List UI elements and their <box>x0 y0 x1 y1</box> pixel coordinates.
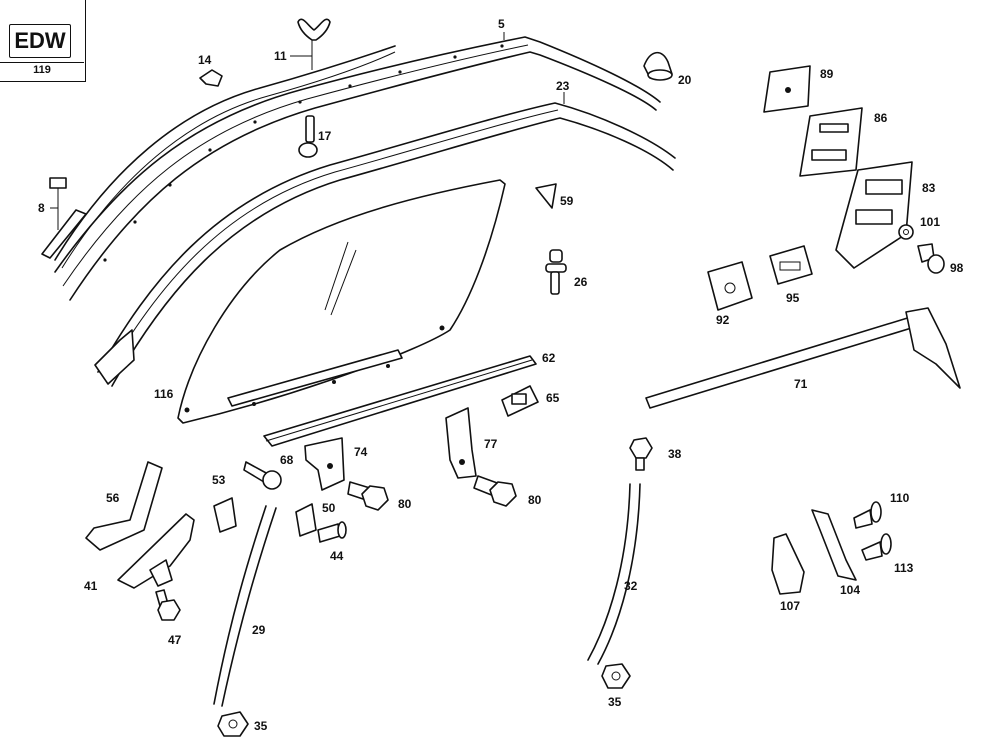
callout-74: 74 <box>354 445 368 459</box>
callout-29: 29 <box>252 623 266 637</box>
callout-23: 23 <box>556 79 570 93</box>
part-107-cover[interactable] <box>771 533 805 595</box>
part-23-frame-rail[interactable] <box>94 102 676 387</box>
callout-95: 95 <box>786 291 800 305</box>
callout-113: 113 <box>894 561 914 575</box>
part-35-nut-left[interactable] <box>217 711 249 737</box>
part-41-bracket[interactable] <box>117 513 195 589</box>
callout-44: 44 <box>330 549 344 563</box>
part-32-guide-rail[interactable] <box>587 483 641 665</box>
part-26-expanding-rivet[interactable] <box>545 249 567 295</box>
callout-41: 41 <box>84 579 98 593</box>
part-35-nut-right[interactable] <box>601 663 631 689</box>
callout-68: 68 <box>280 453 294 467</box>
callout-80-right: 80 <box>528 493 542 507</box>
diagram-number: 119 <box>33 64 51 76</box>
part-101-washer[interactable] <box>898 224 914 240</box>
part-98-bolt[interactable] <box>917 243 945 274</box>
part-80-bolt-left[interactable] <box>347 481 389 511</box>
callout-53: 53 <box>212 473 226 487</box>
part-74-bracket[interactable] <box>304 437 345 491</box>
part-86-plate[interactable] <box>799 107 863 177</box>
leader-lines <box>50 32 565 230</box>
callout-65: 65 <box>546 391 560 405</box>
diagram-code-box: EDW 119 <box>0 0 86 82</box>
callout-110: 110 <box>890 491 910 505</box>
part-17-screw[interactable] <box>298 115 318 158</box>
part-80-bolt-right[interactable] <box>473 475 517 507</box>
callout-71: 71 <box>794 377 808 391</box>
part-14-clip[interactable] <box>199 69 223 87</box>
callout-104: 104 <box>840 583 860 597</box>
callout-86: 86 <box>874 111 888 125</box>
part-50-guide[interactable] <box>295 503 317 537</box>
part-113-screw[interactable] <box>861 533 892 561</box>
callout-35-right: 35 <box>608 695 622 709</box>
part-77-bracket[interactable] <box>445 407 477 479</box>
part-68-bolt[interactable] <box>243 461 282 490</box>
part-110-screw[interactable] <box>853 501 882 529</box>
callout-77: 77 <box>484 437 498 451</box>
part-47-bolt[interactable] <box>155 589 181 621</box>
part-56-lever[interactable] <box>85 461 163 551</box>
part-53-clip[interactable] <box>213 497 237 533</box>
part-62-glass-channel[interactable] <box>227 349 537 447</box>
callout-116: 116 <box>154 387 174 401</box>
callout-20: 20 <box>678 73 692 87</box>
callout-89: 89 <box>820 67 834 81</box>
part-11-seal-strip[interactable] <box>54 18 396 269</box>
part-38-bolt[interactable] <box>629 437 653 471</box>
callout-98: 98 <box>950 261 964 275</box>
callout-17: 17 <box>318 129 332 143</box>
callout-11: 11 <box>274 49 287 63</box>
callout-56: 56 <box>106 491 120 505</box>
callout-101: 101 <box>920 215 940 229</box>
callout-labels: 5 8 11 14 17 20 23 26 29 32 35 35 38 41 … <box>38 17 964 733</box>
callout-62: 62 <box>542 351 556 365</box>
callout-14: 14 <box>198 53 212 67</box>
part-20-rubber-stop[interactable] <box>643 51 673 81</box>
callout-59: 59 <box>560 194 574 208</box>
callout-32: 32 <box>624 579 638 593</box>
part-92-clip-nut[interactable] <box>707 261 753 311</box>
callout-83: 83 <box>922 181 936 195</box>
part-5-roof-rail[interactable] <box>54 36 661 301</box>
part-44-screw[interactable] <box>317 521 347 543</box>
diagram-code: EDW <box>9 24 71 58</box>
part-29-guide-rail[interactable] <box>213 505 277 707</box>
callout-80-left: 80 <box>398 497 412 511</box>
part-83-bracket[interactable] <box>835 161 913 269</box>
callout-26: 26 <box>574 275 588 289</box>
callout-8: 8 <box>38 201 45 215</box>
callout-50: 50 <box>322 501 336 515</box>
callout-107: 107 <box>780 599 800 613</box>
callout-38: 38 <box>668 447 682 461</box>
callout-35-left: 35 <box>254 719 268 733</box>
part-89-plate[interactable] <box>763 65 811 113</box>
callout-92: 92 <box>716 313 730 327</box>
callout-5: 5 <box>498 17 505 31</box>
box-divider <box>0 62 84 63</box>
part-59-clip[interactable] <box>535 183 557 209</box>
part-95-clip-nut[interactable] <box>769 245 813 285</box>
part-71-window-regulator-rail[interactable] <box>645 307 961 409</box>
callout-47: 47 <box>168 633 182 647</box>
part-65-clip[interactable] <box>501 385 539 417</box>
part-104-bracket[interactable] <box>811 509 857 581</box>
